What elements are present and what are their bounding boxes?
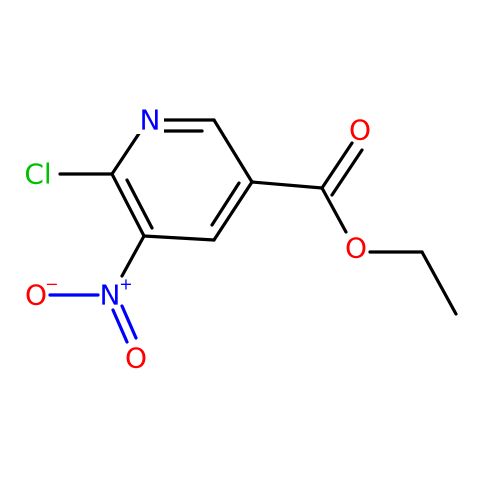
bond-c5-carbonyl [250,180,324,190]
bond-c3-c4 [142,234,216,242]
ring-nitrogen-label: N [140,104,161,137]
ester-oxygen-label: O [345,232,367,265]
chlorine-label: Cl [24,158,51,191]
bond-nitro-o-double [111,308,129,344]
nitro-oxygen-anion-label: O [25,279,47,312]
bond-c5-c6 [212,118,254,184]
bond-n1-c2 [110,130,142,176]
nitro-nitrogen-label: N [100,279,121,312]
bond-carbonyl-ester-o [320,186,348,234]
atom-labels: N Cl N + O − O O O [24,104,371,375]
bond-c2-c3 [110,172,146,238]
bond-c3-nitro [120,234,146,278]
nitro-oxygen-anion-charge: − [45,275,58,294]
bond-carbonyl-o [320,141,354,190]
carbonyl-oxygen-label: O [349,114,371,147]
bond-c4-c5 [212,180,254,242]
bond-carbonyl-o-b [330,148,364,197]
bond-ch2-ch3 [420,250,458,316]
bonds [48,118,458,344]
bond-c2-c3-inner [125,178,154,230]
bond-nitro-o-double-b [120,304,138,340]
nitro-nitrogen-charge: + [119,275,132,294]
nitro-oxygen-double-label: O [125,342,147,375]
bond-c4-c5-inner [210,181,241,227]
